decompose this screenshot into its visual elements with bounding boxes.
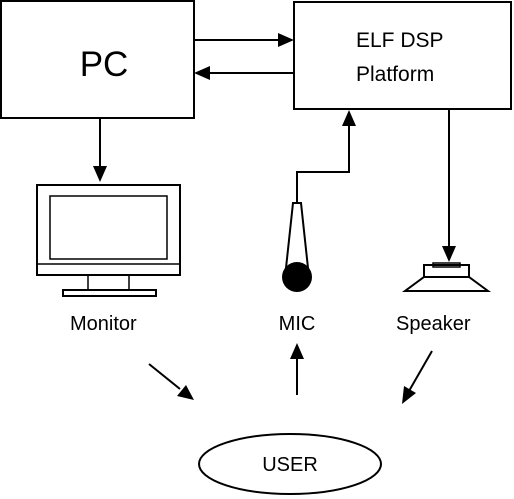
mic-to-dsp-line [296,110,356,203]
monitor-to-user-arrow [148,363,194,400]
pc-to-dsp-arrow [194,33,294,47]
dsp-to-pc-arrow [194,66,294,80]
monitor-label: Monitor [70,313,137,335]
pc-to-monitor-arrow [93,118,107,182]
mic-label: MIC [279,313,316,335]
user-to-mic-arrow [290,343,304,395]
user-node: USER [198,433,382,495]
speaker-to-user-arrow [402,350,433,404]
user-label: USER [262,454,318,476]
dsp-block: ELF DSP Platform [293,1,512,110]
microphone-icon [282,202,312,292]
speaker-icon [401,262,492,292]
dsp-label-line2: Platform [356,63,434,86]
pc-label: PC [80,45,129,84]
speaker-label: Speaker [396,313,471,335]
dsp-label-line1: ELF DSP [356,29,444,52]
dsp-to-speaker-arrow [442,109,456,262]
monitor-icon [36,184,181,297]
pc-block: PC [0,0,195,119]
